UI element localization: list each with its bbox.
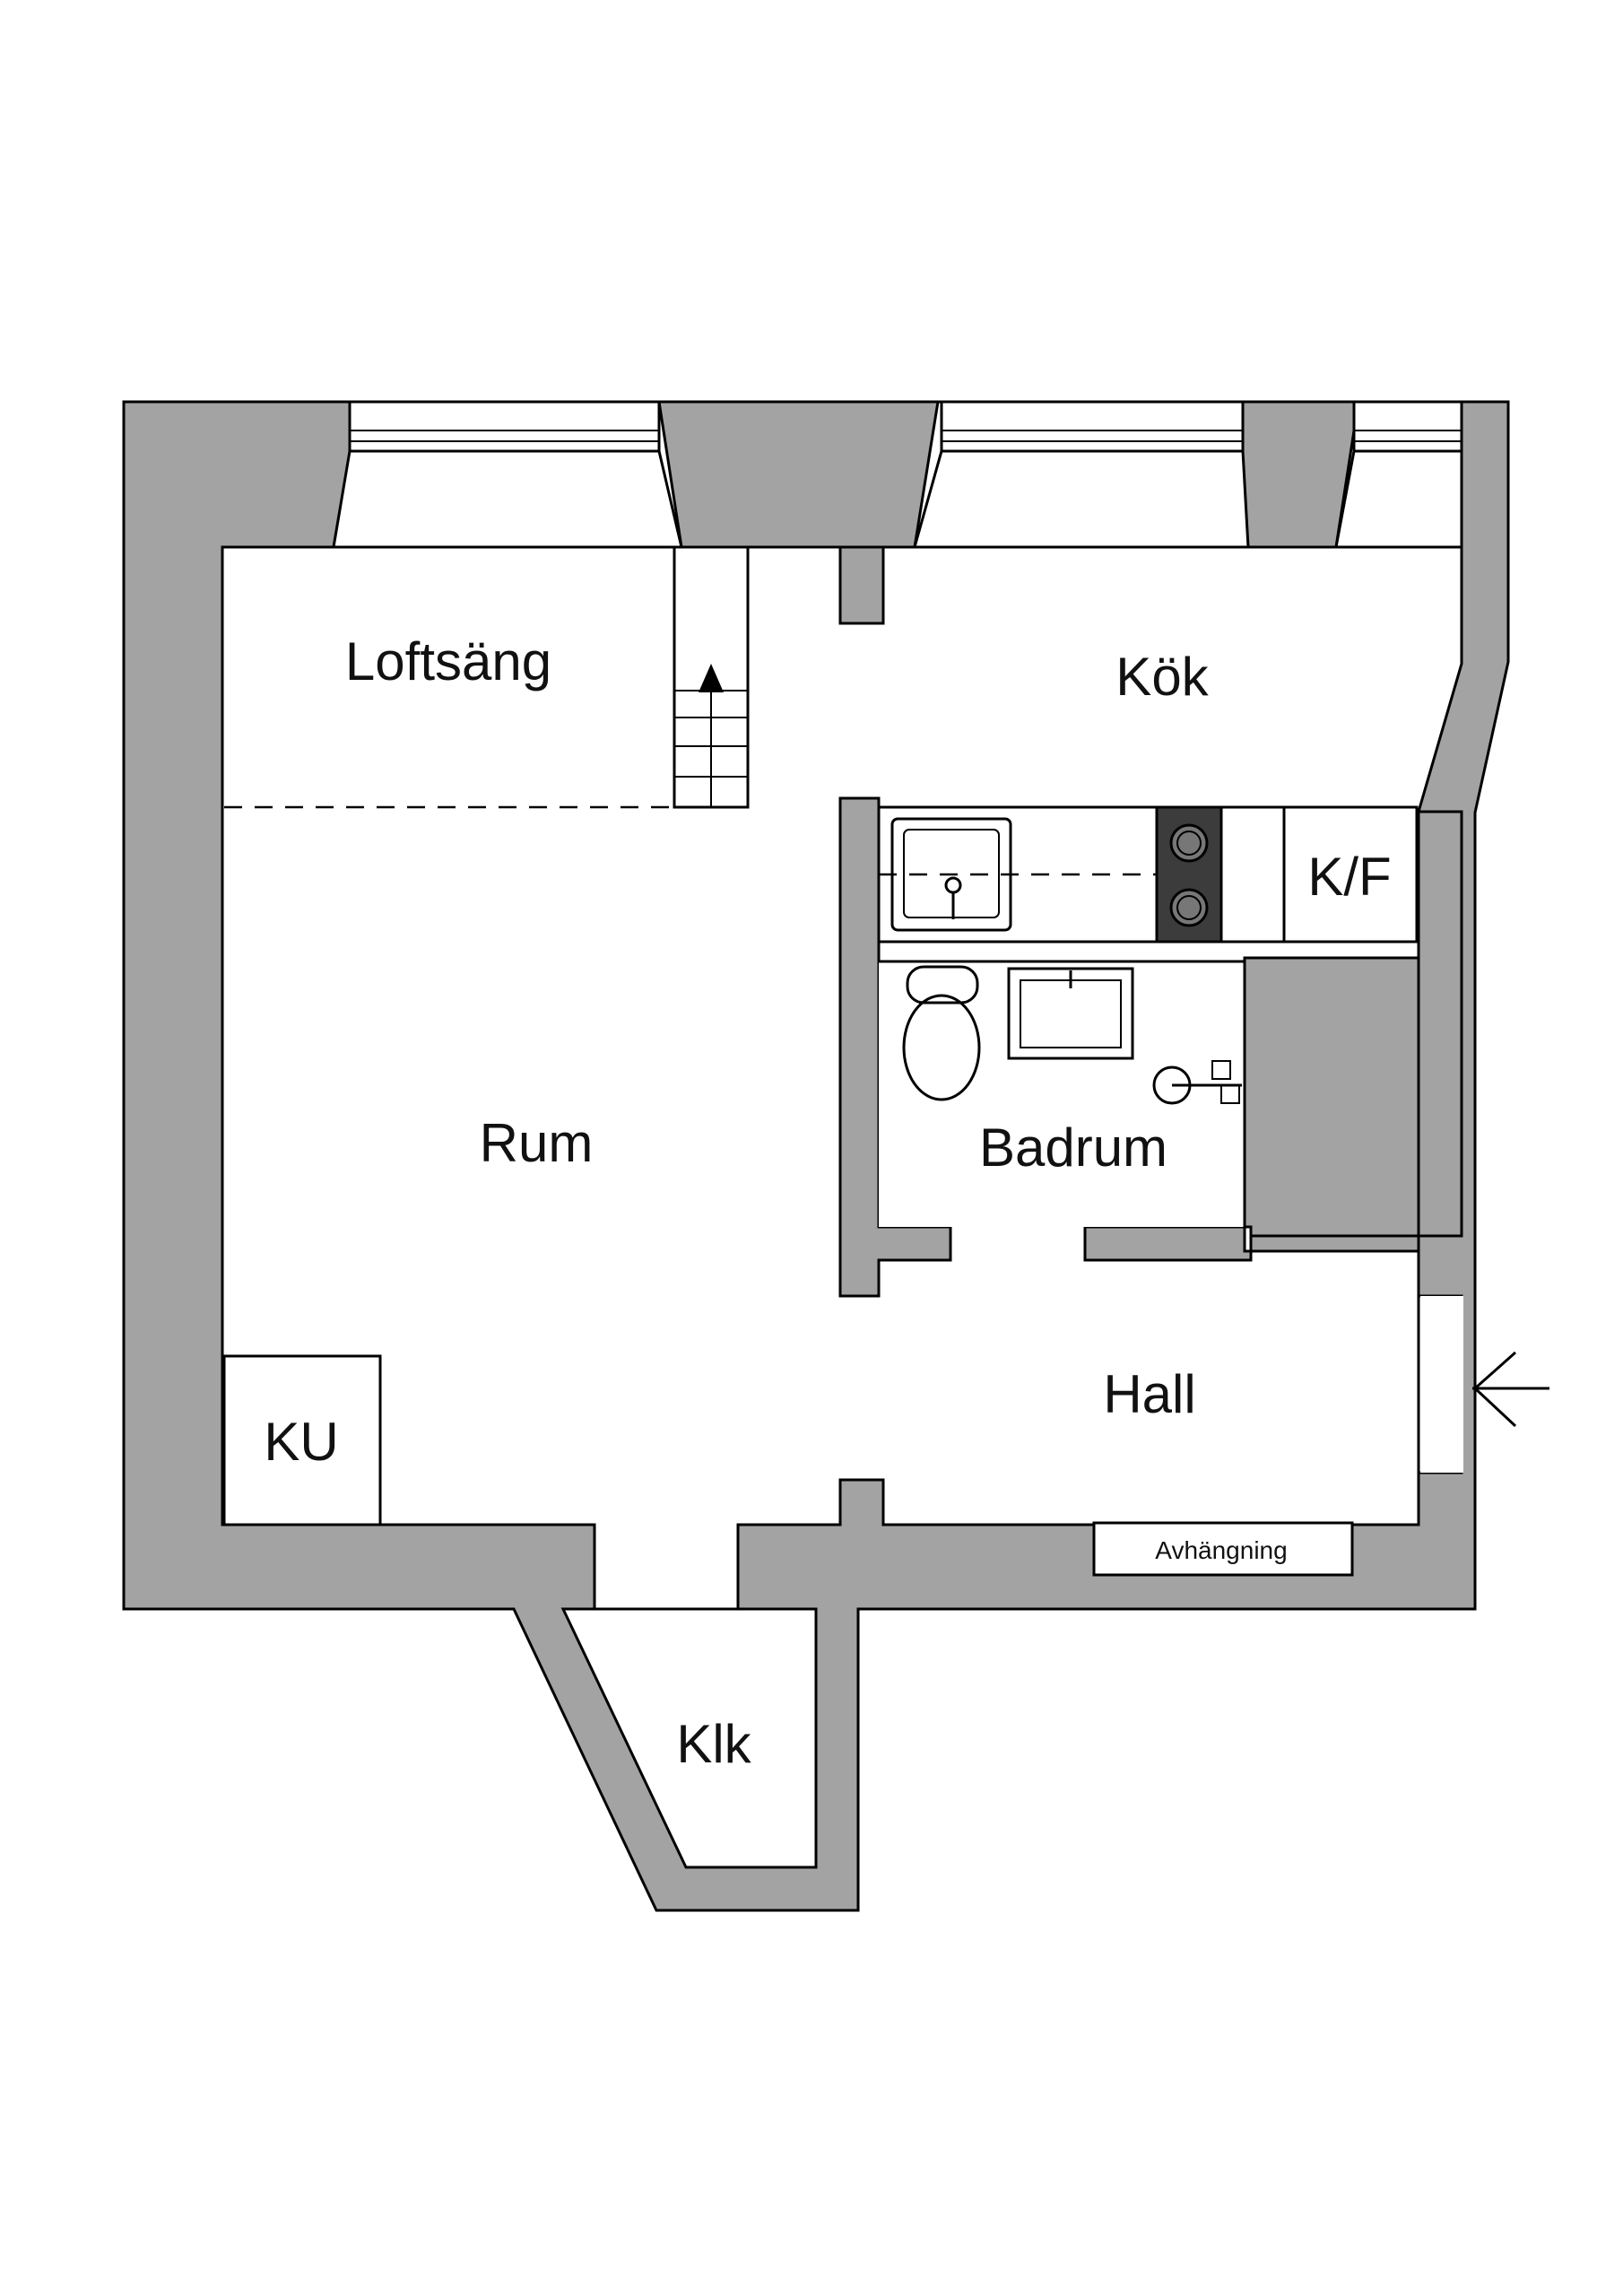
label-kf: K/F <box>1307 847 1391 907</box>
window-middle <box>940 400 1245 453</box>
window-left <box>348 400 661 453</box>
label-bath: Badrum <box>979 1118 1167 1178</box>
sink-icon <box>890 817 1012 932</box>
stove-icon <box>1155 805 1223 944</box>
toilet-icon <box>902 965 981 1101</box>
shower-icon <box>1152 1060 1242 1105</box>
label-room: Rum <box>480 1113 594 1173</box>
label-hall: Hall <box>1103 1364 1195 1424</box>
label-kitchen: Kök <box>1115 647 1209 707</box>
ku-closet <box>222 1354 382 1526</box>
entrance-arrow-icon <box>1472 1351 1549 1428</box>
window-right <box>1352 400 1463 453</box>
label-closet: Klk <box>676 1714 751 1774</box>
label-ku: KU <box>264 1412 338 1472</box>
label-hang: Avhängning <box>1155 1536 1287 1564</box>
coat-hanger-area <box>1092 1521 1354 1577</box>
stair-up-arrow-icon <box>699 664 724 692</box>
label-loft: Loftsäng <box>345 631 551 691</box>
closet-interior <box>560 1607 818 1869</box>
washbasin-icon <box>1007 967 1134 1060</box>
pillar-right <box>1417 810 1463 1238</box>
